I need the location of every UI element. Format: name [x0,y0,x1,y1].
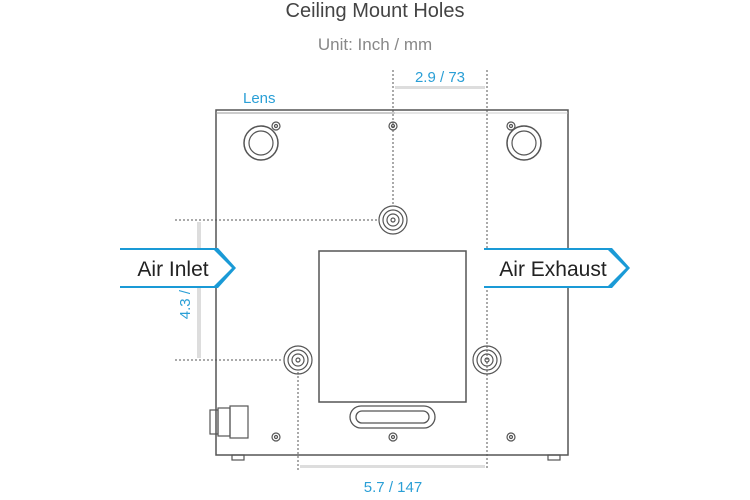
bottom-feet [231,454,561,461]
dimension-bottom-label: 5.7 / 147 [364,479,422,496]
dimension-bar-bottom [300,465,485,468]
lens-label: Lens [243,90,276,107]
dimension-top-label: 2.9 / 73 [415,69,465,86]
mount-hole-top [378,205,408,235]
small-screw [271,121,516,442]
center-panel [318,250,467,403]
air-inlet-label: Air Inlet [137,258,208,281]
diagram-subtitle: Unit: Inch / mm [317,35,433,54]
air-exhaust-arrow: Air Exhaust [484,248,630,288]
foot-top-left [243,125,279,161]
air-inlet-arrow: Air Inlet [120,248,236,288]
air-exhaust-label: Air Exhaust [499,258,607,281]
dimension-bar-vertical [197,222,201,358]
dimension-bar-top [395,86,485,89]
foot-top-right [506,125,542,161]
handle-slot [349,405,436,429]
diagram-title: Ceiling Mount Holes [285,0,465,22]
side-connector [209,405,249,439]
mount-hole-left [283,345,313,375]
